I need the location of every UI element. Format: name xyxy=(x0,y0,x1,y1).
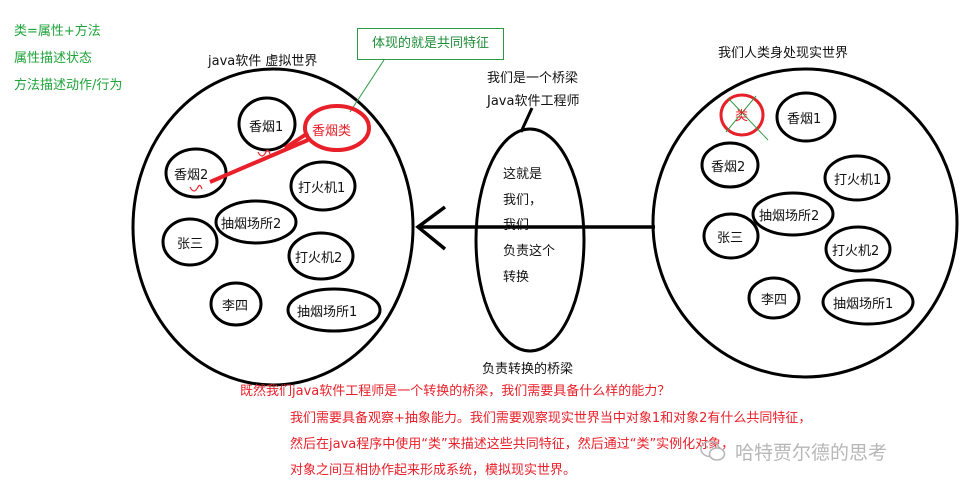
right-node-zhangsan xyxy=(702,212,760,260)
right-node-smoking-place1 xyxy=(821,278,915,326)
left-label-cigarette1: 香烟1 xyxy=(249,120,284,135)
right-node-lighter1 xyxy=(823,154,891,202)
watermark-text: 哈特贾尔德的思考 xyxy=(735,442,888,464)
left-label-lisi: 李四 xyxy=(222,299,249,314)
bridge-top-label-1: 我们是一个桥梁 xyxy=(487,71,579,86)
right-node-lisi xyxy=(747,276,801,320)
right-label-smoking-place2: 抽烟场所2 xyxy=(759,209,820,224)
right-label-cigarette1: 香烟1 xyxy=(787,112,822,127)
right-node-class xyxy=(719,93,765,137)
left-world-title: java软件 虚拟世界 xyxy=(208,54,318,69)
bottom-line-1: 我们需要具备观察+抽象能力。我们需要观察现实世界当中对象1和对象2有什么共同特征… xyxy=(290,411,812,426)
right-label-smoking-place1: 抽烟场所1 xyxy=(833,297,894,312)
left-node-lisi xyxy=(209,281,263,327)
bottom-line-2: 然后在java程序中使用“类”来描述这些共同特征，然后通过“类”实例化对象， xyxy=(290,437,735,452)
right-world-circle xyxy=(651,67,959,379)
right-node-cigarette1 xyxy=(775,91,837,143)
red-tick-2 xyxy=(189,184,203,192)
right-world-title: 我们人类身处现实世界 xyxy=(718,46,849,61)
bridge-ellipse xyxy=(474,127,586,353)
left-node-smoking-place2 xyxy=(214,199,298,245)
left-label-lighter1: 打火机1 xyxy=(298,181,346,196)
right-node-cigarette2 xyxy=(700,141,760,189)
right-label-lisi: 李四 xyxy=(761,293,788,308)
bottom-question: 既然我们java软件工程师是一个转换的桥梁，我们需要具备什么样的能力？ xyxy=(240,384,671,399)
link-cig1-to-class xyxy=(283,131,310,150)
class-mark-a xyxy=(727,97,769,141)
left-node-cigarette-class xyxy=(303,104,371,152)
bridge-bottom-label: 负责转换的桥梁 xyxy=(482,362,574,377)
red-tick-1 xyxy=(257,149,271,157)
right-label-cigarette2: 香烟2 xyxy=(711,160,746,175)
right-node-smoking-place2 xyxy=(751,191,835,237)
left-label-smoking-place2: 抽烟场所2 xyxy=(221,217,282,232)
bridge-pointer xyxy=(519,107,534,133)
note-method: 方法描述动作/行为 xyxy=(14,78,123,93)
right-node-lighter2 xyxy=(824,225,892,273)
callout-common-feature: 体现的就是共同特征 xyxy=(357,28,504,60)
left-label-zhangsan: 张三 xyxy=(177,237,204,252)
bridge-inner-line-5: 转换 xyxy=(503,270,530,285)
bridge-inner-line-4: 负责这个 xyxy=(503,244,556,259)
note-class-definition: 类=属性+方法 xyxy=(14,24,101,39)
left-node-lighter2 xyxy=(287,231,355,281)
left-label-cigarette2: 香烟2 xyxy=(174,168,209,183)
bottom-line-3: 对象之间互相协作起来形成系统，模拟现实世界。 xyxy=(290,463,577,478)
left-label-smoking-place1: 抽烟场所1 xyxy=(297,305,358,320)
left-world-circle xyxy=(131,67,415,387)
bridge-top-label-2: Java软件工程师 xyxy=(487,94,580,109)
note-attribute: 属性描述状态 xyxy=(14,51,93,66)
bridge-inner-line-3: 我们 xyxy=(503,218,530,233)
right-label-class: 类 xyxy=(735,109,749,124)
left-node-zhangsan xyxy=(161,217,219,267)
class-mark-b xyxy=(725,95,757,133)
left-label-lighter2: 打火机2 xyxy=(295,251,343,266)
left-node-lighter1 xyxy=(289,160,357,212)
link-cig2-to-class xyxy=(209,138,309,184)
right-label-lighter1: 打火机1 xyxy=(834,173,882,188)
callout-pointer xyxy=(349,59,385,113)
right-label-lighter2: 打火机2 xyxy=(832,244,880,259)
bridge-inner-line-1: 这就是 xyxy=(503,167,543,182)
left-label-cigarette-class: 香烟类 xyxy=(312,124,352,139)
wechat-icon xyxy=(700,440,726,461)
left-node-smoking-place1 xyxy=(286,287,382,333)
bridge-inner-line-2: 我们， xyxy=(503,193,543,208)
arrow-head xyxy=(415,205,447,251)
right-label-zhangsan: 张三 xyxy=(717,231,744,246)
